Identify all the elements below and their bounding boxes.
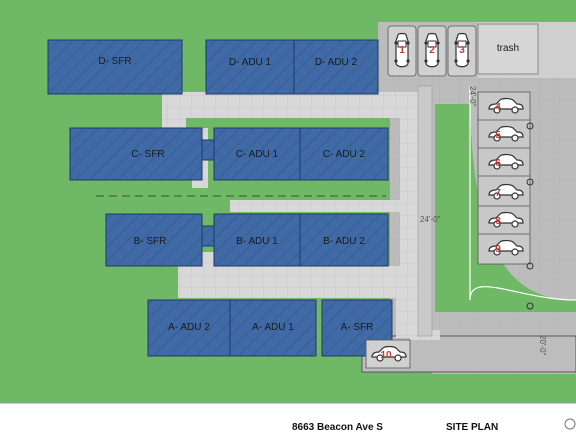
dimension-bottom: 20'-0" — [538, 335, 547, 356]
stall-number: 4 — [495, 102, 501, 113]
stall-number: 6 — [495, 158, 501, 169]
trash-label: trash — [497, 43, 519, 54]
title-block: 8663 Beacon Ave S SITE PLAN — [0, 402, 576, 432]
dimension-drive: 24'-0" — [420, 215, 441, 224]
unit-a-adu-2 — [147, 299, 231, 357]
curb — [417, 85, 433, 337]
unit-label-b-adu-2: B- ADU 2 — [323, 236, 365, 247]
building-row-d: D- SFR D- ADU 1 D- ADU 2 — [47, 39, 379, 95]
unit-d-adu-2 — [293, 39, 379, 95]
unit-label-d-adu-1: D- ADU 1 — [229, 57, 272, 68]
walkways — [162, 92, 440, 340]
unit-a-adu-1 — [229, 299, 317, 357]
building-row-a: A- ADU 2 A- ADU 1 A- SFR — [147, 299, 393, 357]
trash-enclosure: trash — [477, 23, 539, 75]
stall-number: 10 — [380, 350, 392, 361]
parking-stall-10: 10 — [365, 339, 411, 369]
building-row-b: B- SFR B- ADU 1 B- ADU 2 — [105, 213, 389, 267]
unit-c-sfr — [69, 127, 203, 181]
building-row-c: C- SFR C- ADU 1 C- ADU 2 — [69, 127, 389, 181]
unit-label-b-sfr: B- SFR — [134, 236, 167, 247]
unit-b-adu-2 — [299, 213, 389, 267]
stall-number: 2 — [429, 45, 435, 56]
unit-label-b-adu-1: B- ADU 1 — [236, 236, 278, 247]
stall-number: 7 — [495, 188, 501, 199]
unit-label-c-sfr: C- SFR — [131, 149, 164, 160]
parking-stalls-top: 1 2 3 — [387, 25, 477, 77]
stall-number: 1 — [399, 45, 405, 56]
sheet-title: SITE PLAN — [446, 422, 498, 432]
unit-label-c-adu-2: C- ADU 2 — [323, 149, 366, 160]
unit-label-d-sfr: D- SFR — [98, 56, 131, 67]
unit-label-d-adu-2: D- ADU 2 — [315, 57, 358, 68]
site-address: 8663 Beacon Ave S — [292, 422, 383, 432]
north-arrow-icon — [564, 418, 576, 430]
stall-number: 3 — [459, 45, 465, 56]
unit-c-adu-2 — [299, 127, 389, 181]
unit-label-c-adu-1: C- ADU 1 — [236, 149, 279, 160]
unit-d-sfr — [47, 39, 183, 95]
unit-label-a-adu-1: A- ADU 1 — [252, 322, 294, 333]
stall-number: 8 — [495, 216, 501, 227]
stall-number: 5 — [495, 130, 501, 141]
unit-d-adu-1 — [205, 39, 295, 95]
dimension-top: 24'-0" — [468, 86, 477, 107]
bollards — [526, 122, 534, 310]
stall-number: 9 — [495, 244, 501, 255]
parking-stalls-right: 4 5 6 7 8 9 — [477, 91, 531, 265]
unit-label-a-sfr: A- SFR — [341, 322, 374, 333]
unit-label-a-adu-2: A- ADU 2 — [168, 322, 210, 333]
unit-c-adu-1 — [213, 127, 301, 181]
